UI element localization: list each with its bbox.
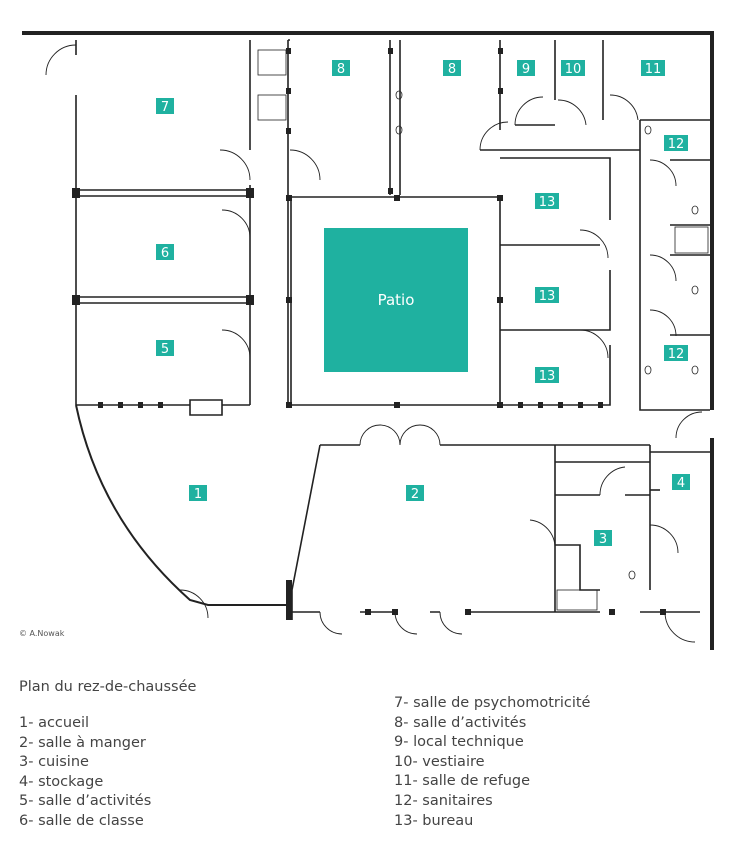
patio-label: Patio [378, 291, 415, 309]
room-label-4: 4 [672, 474, 690, 491]
room-label-13c: 13 [535, 367, 559, 384]
patio-area [324, 228, 468, 372]
svg-text:8: 8 [337, 62, 345, 77]
floor-plan: Patio 7 8 8 9 10 11 12 12 13 13 13 6 5 1… [22, 31, 714, 650]
legend-right-list: 7- salle de psychomotricité 8- salle d’a… [394, 694, 590, 831]
legend-item: 7- salle de psychomotricité [394, 695, 591, 711]
svg-text:2: 2 [411, 487, 419, 502]
room-label-9: 9 [517, 60, 535, 77]
svg-text:12: 12 [668, 137, 685, 152]
svg-text:5: 5 [161, 342, 169, 357]
legend-item: 13- bureau [394, 812, 474, 829]
legend-item: 8- salle d’activités [394, 714, 527, 731]
legend-item: 12- sanitaires [394, 792, 493, 809]
room-label-1: 1 [189, 485, 207, 502]
svg-text:7: 7 [161, 100, 169, 115]
room-label-13a: 13 [535, 193, 559, 210]
room-label-10: 10 [561, 60, 585, 77]
svg-text:11: 11 [645, 62, 662, 77]
legend-item: 9- local technique [394, 734, 524, 751]
svg-text:10: 10 [565, 62, 582, 77]
svg-text:13: 13 [539, 289, 556, 304]
room-label-3: 3 [594, 530, 612, 547]
room-label-5: 5 [156, 340, 174, 357]
svg-text:9: 9 [522, 62, 530, 77]
legend-item: 11- salle de refuge [394, 773, 531, 790]
room-labels: 7 8 8 9 10 11 12 12 13 13 13 6 5 1 2 3 4 [156, 60, 690, 547]
room-label-8b: 8 [443, 60, 461, 77]
legend-item: 4- stockage [19, 773, 104, 790]
svg-text:13: 13 [539, 195, 556, 210]
wall-posts [72, 48, 666, 620]
legend-item: 6- salle de classe [19, 812, 144, 829]
room-label-12b: 12 [664, 345, 688, 362]
room-label-6: 6 [156, 244, 174, 261]
fixtures [257, 49, 709, 611]
walls [22, 31, 714, 650]
svg-text:13: 13 [539, 369, 556, 384]
svg-text:4: 4 [677, 476, 685, 491]
svg-text:6: 6 [161, 246, 169, 261]
room-label-12a: 12 [664, 135, 688, 152]
legend-item: 3- cuisine [19, 754, 89, 771]
copyright-note: © A.Nowak [19, 629, 65, 638]
room-label-11: 11 [641, 60, 665, 77]
legend-item: 10- vestiaire [394, 753, 485, 770]
svg-text:12: 12 [668, 347, 685, 362]
legend-item: 1- accueil [19, 715, 90, 731]
room-label-8a: 8 [332, 60, 350, 77]
room-label-2: 2 [406, 485, 424, 502]
svg-text:3: 3 [599, 532, 607, 547]
legend-left-list: 1- accueil 2- salle à manger 3- cuisine … [19, 714, 151, 832]
door-arcs [45, 44, 703, 643]
svg-text:1: 1 [194, 487, 202, 502]
room-label-7: 7 [156, 98, 174, 115]
legend-item: 5- salle d’activités [19, 793, 152, 810]
svg-text:8: 8 [448, 62, 456, 77]
legend-item: 2- salle à manger [19, 734, 146, 751]
room-label-13b: 13 [535, 287, 559, 304]
legend-title: Plan du rez-de-chaussée [19, 679, 197, 695]
